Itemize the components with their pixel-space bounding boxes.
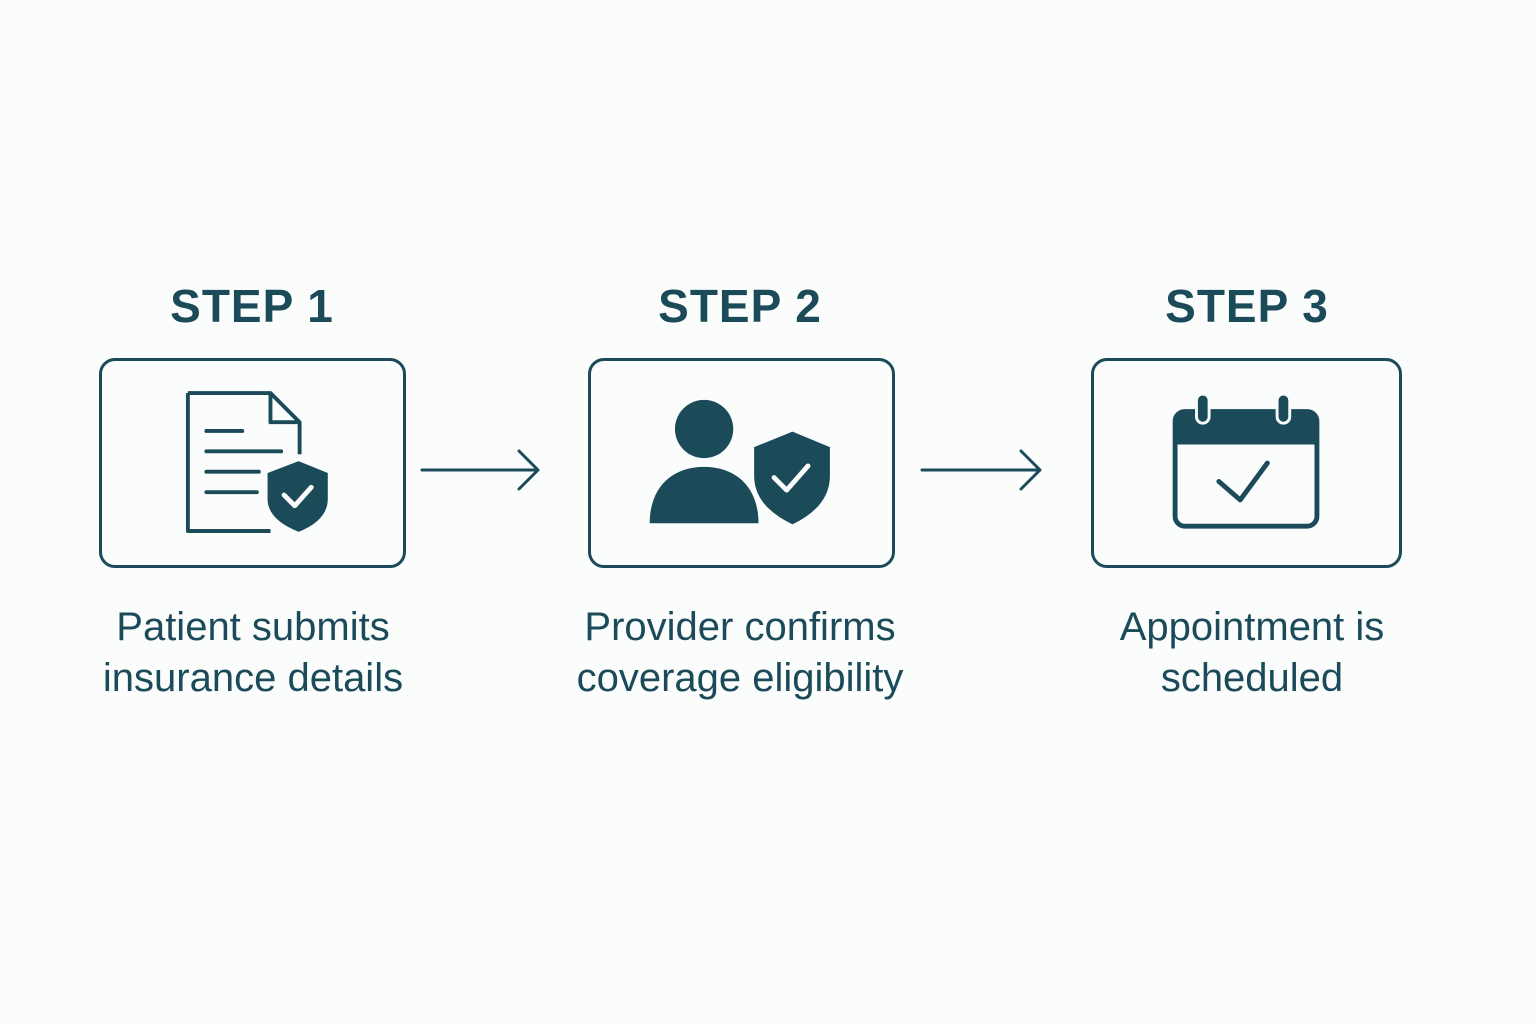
document-shield-check-icon <box>185 391 332 536</box>
arrow-right-icon <box>420 448 542 492</box>
step-1-description-line-1: Patient submits <box>116 605 390 649</box>
step-1-title: STEP 1 <box>170 280 334 332</box>
person-shield-check-icon <box>649 399 835 530</box>
step-2-description-line-2: coverage eligibility <box>576 656 904 700</box>
step-2-description: Provider confirms coverage eligibility <box>545 602 935 704</box>
step-3-description-line-1: Appointment is <box>1119 605 1385 649</box>
arrow-right-icon <box>920 448 1044 492</box>
step-2-card <box>588 358 895 568</box>
step-3-card <box>1091 358 1402 568</box>
step-3-description: Appointment is scheduled <box>1077 602 1427 704</box>
step-1-description-line-2: insurance details <box>102 656 404 700</box>
calendar-check-icon <box>1172 392 1320 529</box>
step-1-description: Patient submits insurance details <box>78 602 428 704</box>
step-3-description-line-2: scheduled <box>1160 656 1344 700</box>
step-1-card <box>99 358 406 568</box>
step-2-title: STEP 2 <box>658 280 822 332</box>
step-3-title: STEP 3 <box>1165 280 1329 332</box>
step-2-description-line-1: Provider confirms <box>584 605 896 649</box>
